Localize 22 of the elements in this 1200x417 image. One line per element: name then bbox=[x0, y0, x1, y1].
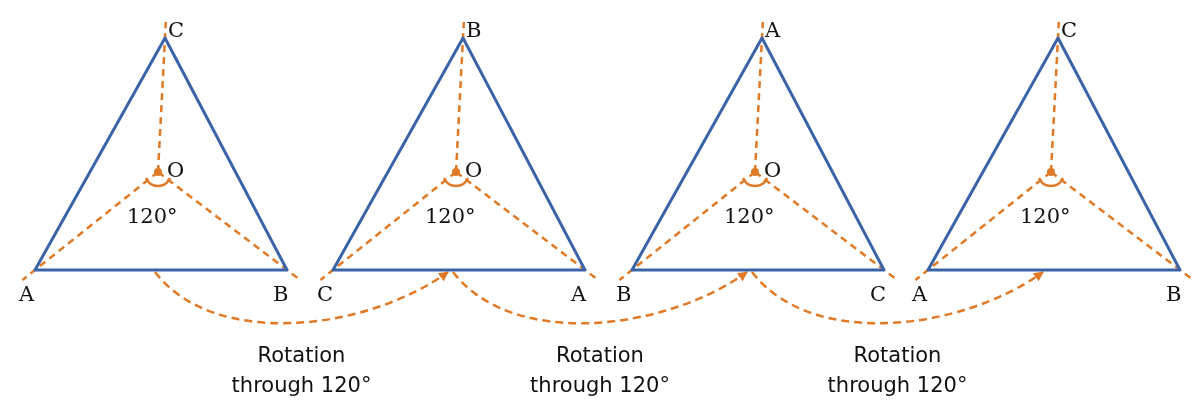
angle-label: 120° bbox=[724, 204, 775, 228]
center-label: O bbox=[764, 158, 782, 182]
vertex-label: C bbox=[317, 282, 334, 306]
arrow bbox=[452, 270, 748, 325]
angle-label: 120° bbox=[127, 204, 178, 228]
arrow bbox=[751, 270, 1044, 325]
center-label: O bbox=[167, 158, 185, 182]
vertex-label: A bbox=[912, 282, 928, 306]
vertex-label: A bbox=[19, 282, 35, 306]
vertex-label: B bbox=[466, 18, 482, 42]
vertex-label: B bbox=[273, 282, 289, 306]
vertex-label: B bbox=[1166, 282, 1182, 306]
angle-label: 120° bbox=[1020, 204, 1071, 228]
vertex-label: C bbox=[870, 282, 887, 306]
vertex-label: C bbox=[168, 18, 185, 42]
vertex-label: A bbox=[571, 282, 587, 306]
vertex-label: A bbox=[765, 18, 781, 42]
angle-label: 120° bbox=[425, 204, 476, 228]
arrow bbox=[154, 270, 449, 325]
vertex-label: B bbox=[616, 282, 632, 306]
vertex-label: C bbox=[1061, 18, 1078, 42]
center-label: O bbox=[465, 158, 483, 182]
